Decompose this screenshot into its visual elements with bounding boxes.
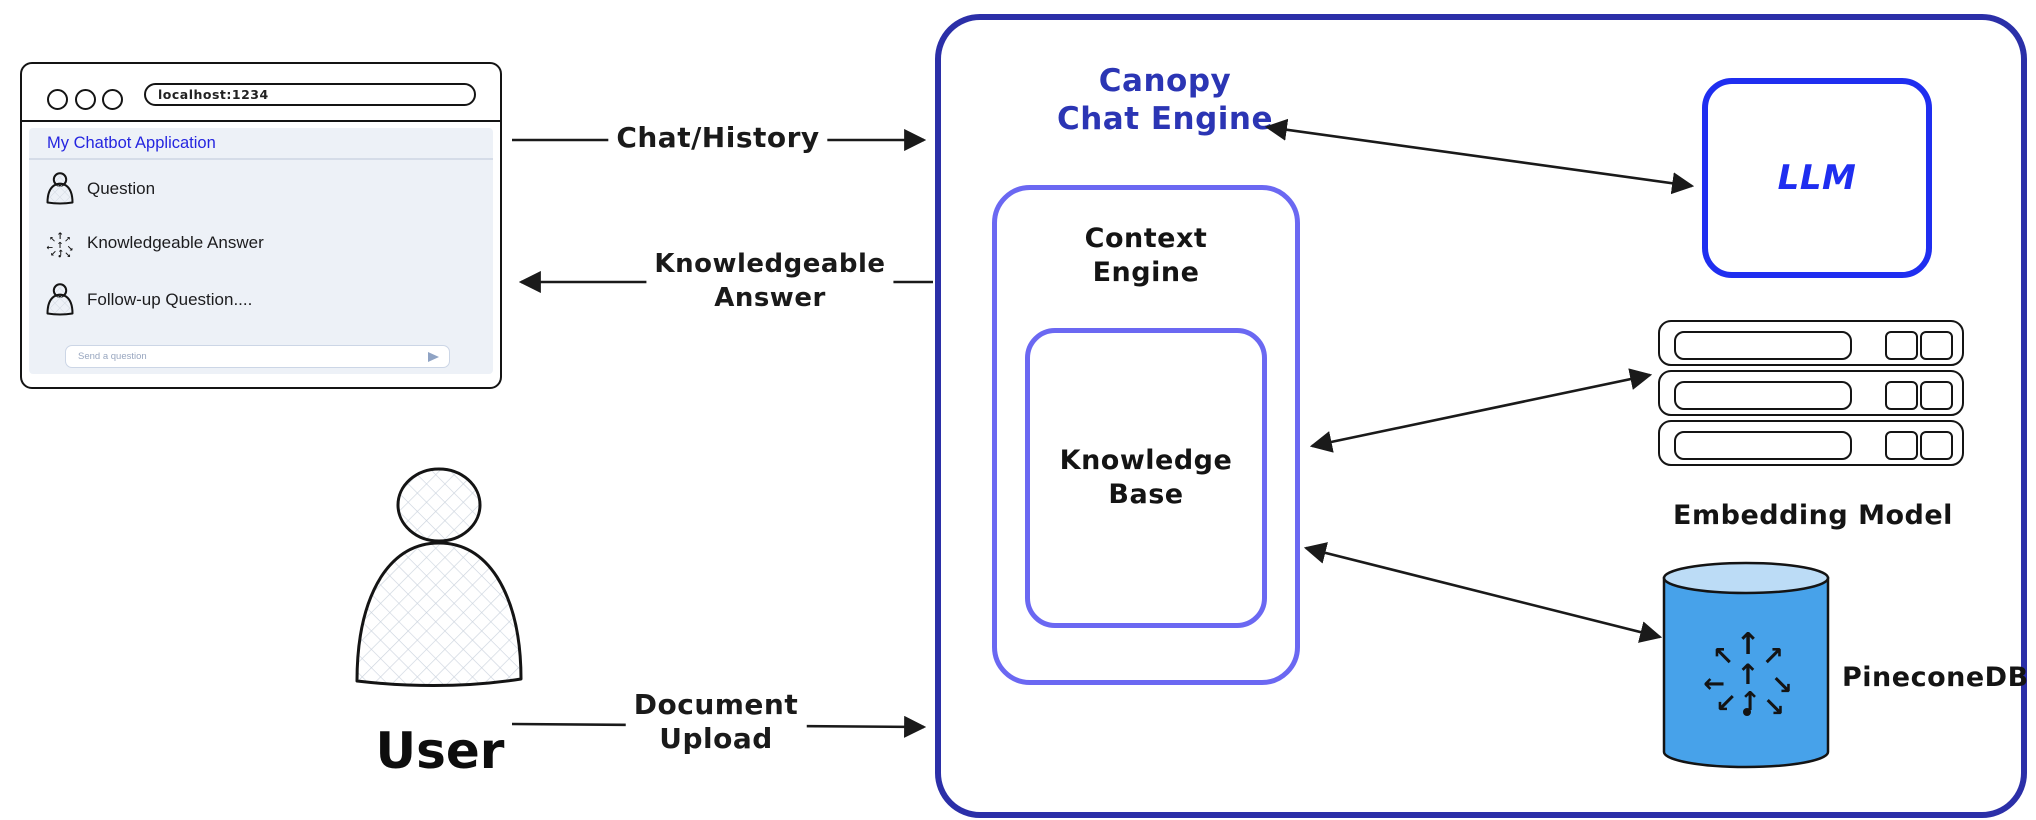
llm-box: LLM <box>1702 78 1932 278</box>
knowledge-base-line2: Base <box>1108 479 1184 510</box>
url-bar[interactable]: localhost:1234 <box>144 83 476 106</box>
chat-message-text: Follow-up Question.... <box>87 289 253 309</box>
embedding-model-label: Embedding Model <box>1673 500 1953 531</box>
document-upload-line2: Upload <box>659 722 773 755</box>
knowledgeable-answer-label: Knowledgeable Answer <box>646 247 894 315</box>
chat-panel: My Chatbot Application Question Knowledg… <box>29 128 493 374</box>
rack-button <box>1885 431 1918 460</box>
chat-message-text: Knowledgeable Answer <box>87 233 264 252</box>
knowledge-base-line1: Knowledge <box>1059 445 1233 476</box>
canopy-title-line1: Canopy <box>1098 63 1232 99</box>
app-title: My Chatbot Application <box>29 128 493 160</box>
chat-message-row: Knowledgeable Answer <box>45 228 264 258</box>
context-engine-label: Context Engine <box>997 222 1295 290</box>
pinecone-db-label: PineconeDB <box>1842 662 2029 693</box>
user-icon <box>46 283 74 316</box>
question-input[interactable] <box>76 350 428 363</box>
document-upload-line1: Document <box>633 688 799 721</box>
server-rack-unit <box>1658 420 1964 466</box>
llm-label: LLM <box>1777 158 1857 198</box>
chat-history-label: Chat/History <box>608 122 828 154</box>
url-text: localhost:1234 <box>158 87 269 102</box>
traffic-light-zoom[interactable] <box>102 89 123 110</box>
knowledgeable-answer-line1: Knowledgeable <box>654 249 886 279</box>
user-label: User <box>375 722 505 780</box>
rack-button <box>1920 331 1953 360</box>
browser-window: localhost:1234 My Chatbot Application Qu… <box>20 62 502 389</box>
person-figure-icon <box>355 467 523 688</box>
knowledge-base-box: Knowledge Base <box>1025 328 1267 628</box>
user-icon <box>46 172 74 205</box>
traffic-light-close[interactable] <box>47 89 68 110</box>
pinecone-db-cylinder-icon <box>1662 561 1830 769</box>
document-upload-label: Document Upload <box>625 688 807 756</box>
chat-message-row: Follow-up Question.... <box>45 283 252 316</box>
rack-button <box>1920 431 1953 460</box>
send-arrow-icon[interactable] <box>428 351 439 362</box>
context-engine-line1: Context <box>1084 223 1208 254</box>
knowledgeable-answer-line2: Answer <box>714 283 826 313</box>
server-rack-unit <box>1658 320 1964 366</box>
question-input-wrapper <box>65 345 450 368</box>
chat-message-text: Question <box>87 178 156 198</box>
rack-button <box>1885 331 1918 360</box>
pinecone-icon <box>46 231 74 258</box>
server-rack-unit <box>1658 370 1964 416</box>
rack-slot <box>1674 431 1852 460</box>
chat-message-row: Question <box>45 172 155 205</box>
canopy-title-line2: Chat Engine <box>1056 101 1273 137</box>
traffic-light-minimize[interactable] <box>75 89 96 110</box>
canopy-chat-engine-title: Canopy Chat Engine <box>1040 62 1290 138</box>
rack-slot <box>1674 331 1852 360</box>
rack-slot <box>1674 381 1852 410</box>
context-engine-box: Context Engine Knowledge Base <box>992 185 1300 685</box>
rack-button <box>1920 381 1953 410</box>
rack-button <box>1885 381 1918 410</box>
knowledge-base-label: Knowledge Base <box>1060 444 1233 512</box>
toolbar-divider <box>22 120 500 122</box>
embedding-model-servers-icon <box>1658 320 1964 466</box>
context-engine-line2: Engine <box>1092 257 1200 288</box>
